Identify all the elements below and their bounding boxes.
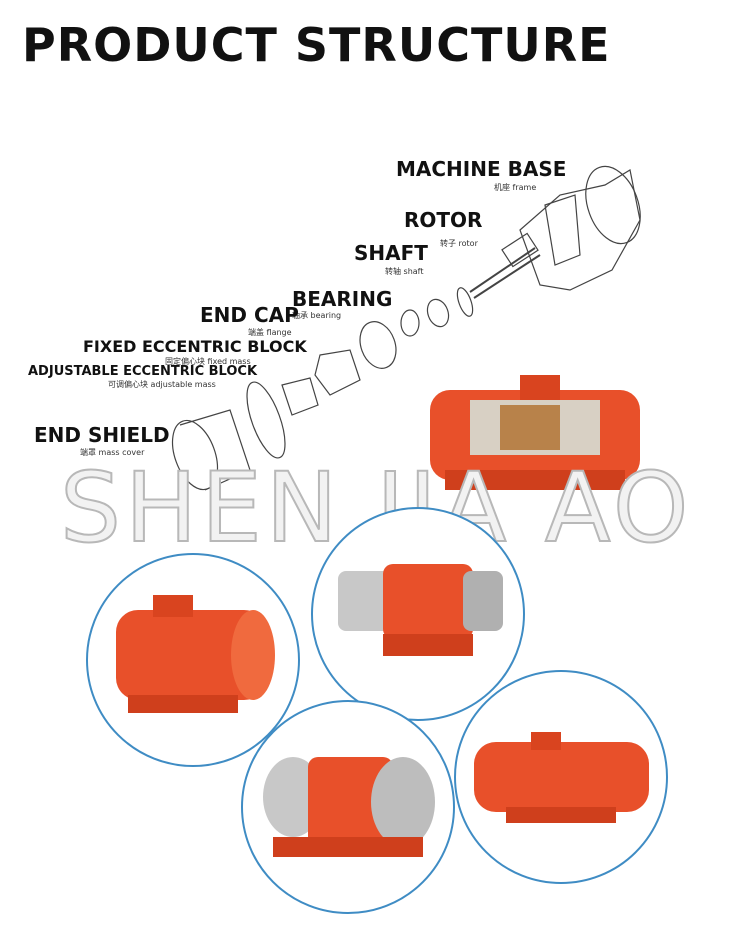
product-photo-2 xyxy=(311,507,525,721)
label-bearing: BEARING xyxy=(292,287,393,311)
sublabel-end-shield: 端罩 mass cover xyxy=(80,448,145,457)
adjustable-eccentric-block-drawing xyxy=(281,377,319,416)
page-title: PRODUCT STRUCTURE xyxy=(22,18,611,72)
label-machine-base: MACHINE BASE xyxy=(396,157,567,181)
label-end-shield: END SHIELD xyxy=(34,423,170,447)
sublabel-fixed-eccentric-block: 固定偏心块 fixed mass xyxy=(165,357,251,366)
label-end-cap: END CAP xyxy=(200,303,299,327)
sublabel-rotor: 转子 rotor xyxy=(440,239,478,248)
sublabel-shaft: 转轴 shaft xyxy=(385,267,424,276)
sublabel-machine-base: 机座 frame xyxy=(494,183,537,192)
end-cap-drawing xyxy=(359,321,397,369)
fixed-eccentric-block-drawing xyxy=(314,349,361,396)
sublabel-end-cap: 端盖 flange xyxy=(248,328,292,337)
label-fixed-eccentric-block: FIXED ECCENTRIC BLOCK xyxy=(83,337,307,356)
label-rotor: ROTOR xyxy=(404,208,483,232)
machine-base-drawing xyxy=(519,169,641,291)
product-photo-3 xyxy=(454,670,668,884)
exploded-view-diagram xyxy=(171,165,641,491)
label-adjustable-eccentric-block: ADJUSTABLE ECCENTRIC BLOCK xyxy=(28,364,258,379)
product-photo-4 xyxy=(241,700,455,914)
product-photo-1 xyxy=(86,553,300,767)
cutaway-motor-photo xyxy=(430,375,640,490)
label-shaft: SHAFT xyxy=(354,241,428,265)
sublabel-bearing: 轴承 bearing xyxy=(292,311,342,320)
sublabel-adjustable-eccentric-block: 可调偏心块 adjustable mass xyxy=(108,380,216,389)
